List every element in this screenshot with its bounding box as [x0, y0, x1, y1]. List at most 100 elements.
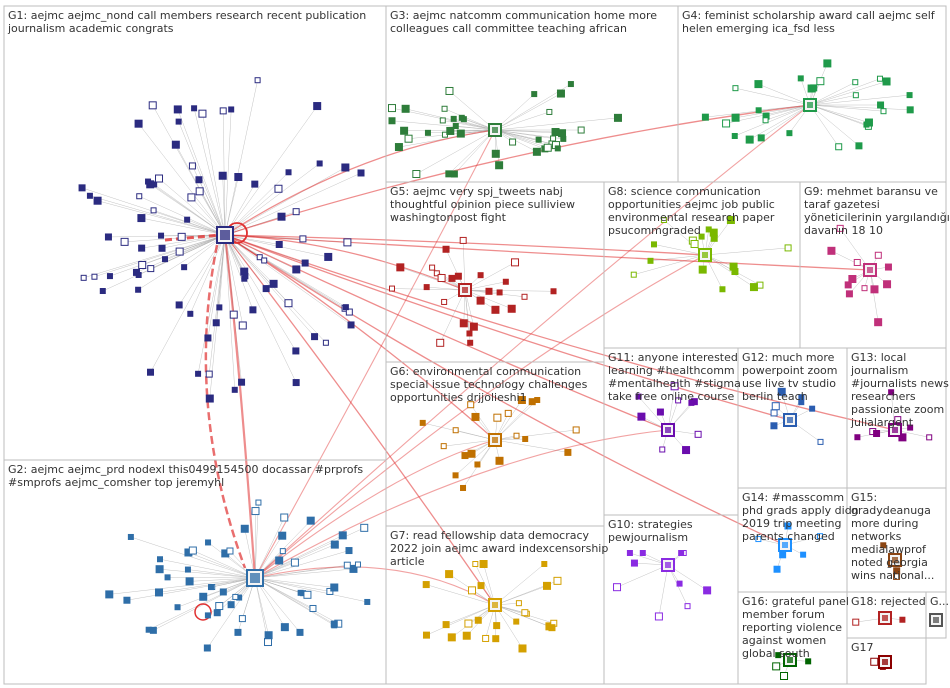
edge-g2: [254, 502, 259, 579]
edge-g3: [442, 120, 496, 131]
edge-g7: [451, 604, 496, 638]
node-g9: [836, 224, 844, 232]
hub-node-avatar-g19: [933, 617, 939, 623]
edge-g3: [449, 90, 496, 131]
hub-node-avatar-g6: [492, 437, 498, 443]
group-label-line: G14: #masscomm: [742, 491, 844, 504]
node-g1: [93, 196, 102, 205]
node-g1: [292, 379, 300, 387]
edge-g2: [254, 577, 301, 633]
node-g17: [870, 657, 879, 666]
node-g11: [694, 430, 702, 438]
node-g4: [755, 107, 762, 114]
node-g1: [229, 310, 238, 319]
edge-g3: [494, 129, 556, 133]
node-g1: [136, 193, 143, 200]
node-g3: [452, 123, 459, 130]
node-g3: [404, 134, 413, 143]
edge-g2: [192, 550, 256, 579]
node-g6: [467, 401, 475, 409]
edge-g1-g4: [224, 104, 811, 236]
group-label-line: parents changed: [742, 530, 835, 543]
node-g3: [446, 126, 455, 135]
edge-g1: [207, 234, 226, 338]
node-g4: [876, 75, 883, 82]
node-g6: [522, 435, 529, 442]
group-label-line: member forum: [742, 608, 825, 621]
node-g1: [171, 140, 180, 149]
node-g11: [635, 393, 642, 400]
node-g3: [577, 126, 585, 134]
node-g2: [207, 584, 214, 591]
edge-g1: [139, 196, 226, 236]
node-g14: [816, 533, 823, 540]
node-g7: [479, 560, 488, 568]
node-g13: [926, 434, 933, 441]
edge-g3: [494, 129, 545, 150]
node-g5: [485, 287, 493, 295]
node-g3: [613, 113, 622, 122]
hub-node-avatar-g7: [492, 602, 498, 608]
node-g2: [303, 590, 312, 599]
group-label-line: G2: aejmc aejmc_prd nodexl this049915450…: [8, 463, 363, 476]
node-g3: [532, 147, 541, 156]
node-layer: [78, 59, 943, 680]
node-g11: [637, 412, 646, 421]
group-label-g17: G17: [851, 641, 874, 654]
hub-node-avatar-g17: [882, 659, 888, 665]
edge-g1: [161, 234, 226, 249]
node-g1: [187, 193, 196, 202]
node-g8: [690, 239, 699, 248]
node-g8: [749, 283, 758, 292]
edge-g2: [254, 550, 350, 579]
edge-g8: [704, 254, 755, 288]
edge-g2: [109, 577, 256, 595]
node-g10: [639, 550, 646, 556]
edge-g1: [224, 80, 258, 236]
node-g3: [445, 86, 454, 95]
node-g12: [771, 402, 780, 411]
node-g6: [471, 412, 480, 421]
edge-g3: [494, 111, 550, 131]
node-g1: [301, 259, 309, 267]
node-g2: [255, 499, 262, 506]
node-g2: [279, 548, 286, 555]
node-g18: [899, 616, 906, 623]
edge-g4: [809, 81, 887, 106]
hub-node-avatar-g1: [220, 230, 230, 240]
node-g3: [535, 136, 542, 143]
edge-g3: [494, 129, 548, 148]
node-g3: [554, 145, 561, 152]
group-label-line: use live tv studio: [742, 377, 836, 390]
group-label-line: reporting violence: [742, 621, 842, 634]
node-g2: [149, 626, 157, 634]
node-g6: [564, 448, 572, 456]
node-g8: [784, 244, 792, 252]
node-g2: [185, 577, 194, 586]
node-g12: [798, 394, 805, 401]
node-g1: [195, 176, 203, 184]
node-g16: [780, 672, 789, 680]
group-label-line: powerpoint zoom: [742, 364, 838, 377]
group-label-line: psucommgraded: [608, 224, 701, 237]
node-g10: [678, 550, 685, 556]
group-label-line: thoughtful opinion piece sulliview: [390, 198, 575, 211]
group-label-line: more during: [851, 517, 918, 530]
node-g8: [630, 271, 637, 278]
node-g5: [476, 296, 485, 305]
group-label-line: #journalists news: [851, 377, 949, 390]
node-g1: [80, 274, 87, 281]
node-g7: [548, 624, 556, 632]
hub-node-avatar-g4: [807, 102, 813, 108]
node-g1: [261, 257, 268, 264]
edge-g2: [254, 517, 285, 579]
node-g9: [874, 318, 883, 327]
edge-g10: [658, 564, 669, 617]
node-g7: [472, 561, 479, 567]
node-g7: [553, 576, 562, 585]
node-g6: [513, 432, 520, 439]
